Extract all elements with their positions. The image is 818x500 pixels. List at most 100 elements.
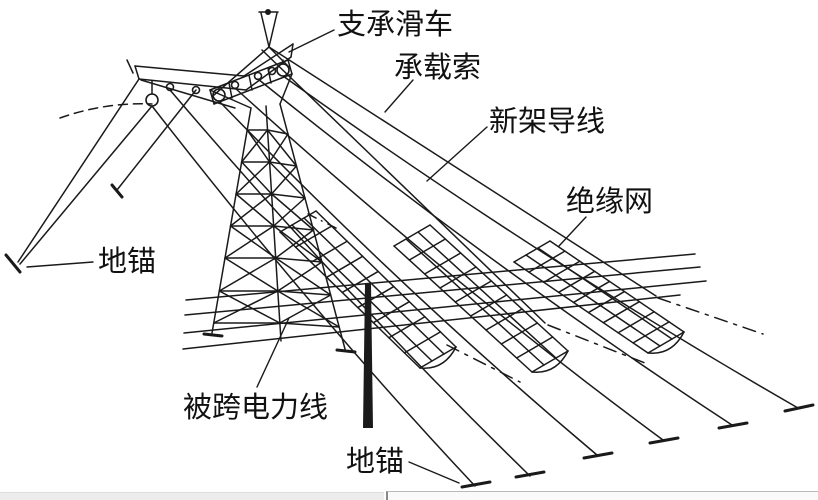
status-strip [0, 492, 384, 500]
tower-xbrace [272, 225, 323, 263]
anchor-guy-ropes [17, 78, 197, 265]
net-2-rung [393, 224, 431, 247]
conductor-wire-6 [282, 75, 799, 409]
tower-xbrace [218, 257, 277, 292]
tower-xbrace [272, 197, 306, 227]
label-new-conductor: 新架导线 [489, 105, 605, 138]
net-2-rung [469, 294, 508, 317]
tower-xbrace [224, 225, 275, 259]
tower-rung [274, 257, 323, 263]
anchor-tick [110, 183, 124, 199]
net-3-rung [572, 280, 611, 304]
tower-xbrace [274, 257, 332, 296]
net-2-sag-edge [531, 350, 569, 373]
net-1-rail [315, 210, 457, 348]
label-crossed-power-line: 被跨电力线 [183, 391, 328, 424]
conductor-wire-3 [218, 100, 598, 456]
net-1-rung [294, 225, 333, 248]
ground-anchor-left-leader [26, 261, 94, 268]
conductor-wire-5 [257, 78, 733, 426]
anchor-tick [4, 253, 22, 274]
label-ground-anchor-left: 地锚 [98, 245, 156, 278]
tower-rung [279, 322, 340, 328]
net-3-sag-edge [647, 331, 685, 354]
apex-sheave [265, 9, 271, 15]
net-1-rung [325, 255, 364, 279]
net-3-rung [617, 311, 655, 334]
head-member [260, 12, 270, 48]
net-3-rung [587, 290, 626, 314]
net-1-rail [279, 231, 421, 369]
net-3-rung [602, 300, 641, 324]
net-2-rung [454, 280, 493, 303]
net-1-rail [291, 224, 433, 362]
rope-dash [307, 213, 323, 222]
conductor-wire-1 [151, 105, 476, 487]
guy-rope [17, 78, 140, 263]
tower-xbrace [240, 161, 273, 195]
tower-rung [272, 225, 315, 231]
net-2-rung [423, 252, 462, 275]
rope-dashdot [657, 297, 764, 335]
net-3-rung [513, 240, 551, 263]
new-conductor-leader [426, 126, 488, 182]
head-member [134, 65, 245, 77]
net-3-rung [632, 321, 670, 344]
net-2-rail [405, 238, 545, 366]
head-member [126, 59, 134, 74]
tower-xbrace [268, 161, 306, 199]
slack-rope-curve [59, 103, 153, 119]
pulley-icon [191, 85, 201, 95]
guy-rope [116, 89, 197, 191]
labels: 支承滑车 承载索 新架导线 绝缘网 地锚 被跨电力线 地锚 [98, 8, 653, 478]
anchor-tick [783, 403, 815, 413]
support-pulley-leader [288, 29, 335, 53]
head-member [209, 89, 252, 109]
head-member [138, 78, 247, 91]
head-member [228, 82, 233, 99]
net-3-rail [513, 261, 649, 354]
anchor-tick [717, 421, 749, 430]
power-line-3 [183, 280, 707, 334]
crossed-power-line-leader [256, 317, 290, 388]
anchor-tick [582, 451, 614, 460]
tower-xbrace [240, 129, 269, 163]
insulation-nets [279, 210, 685, 373]
head-member [140, 79, 236, 109]
anchor-tick [648, 436, 680, 445]
ground-anchor-right-leader [408, 461, 460, 484]
guy-rope [19, 105, 153, 265]
net-2-rung [515, 336, 554, 359]
tower-xbrace [270, 165, 298, 195]
net-1-rung [372, 300, 411, 324]
net-2-rung [408, 238, 447, 261]
carrier-cables [261, 46, 657, 324]
tower-xbrace [235, 161, 271, 195]
net-1-rung [403, 331, 442, 354]
insulation-net-leader [558, 216, 587, 247]
new-conductor-wires [151, 75, 799, 487]
head-member [134, 65, 140, 80]
tower-xbrace [246, 129, 271, 163]
net-2-rail [417, 231, 557, 359]
tower-xbrace [229, 225, 277, 259]
carrier-cable-2 [261, 49, 546, 324]
pole-shape [363, 284, 373, 428]
head-member [243, 43, 294, 77]
tower-xbrace [224, 257, 279, 292]
tower-xbrace [212, 290, 279, 324]
tower-xbrace [268, 133, 289, 163]
head-member [213, 73, 293, 105]
pulley-icon [267, 66, 277, 76]
net-3-rail [549, 240, 685, 333]
net-3-rung [557, 270, 596, 294]
rope-dashdot [446, 344, 521, 383]
label-carrier-cable: 承载索 [394, 51, 481, 84]
scrollbar-track[interactable] [386, 491, 818, 500]
tower-xbrace [270, 193, 315, 231]
head-member [213, 46, 270, 96]
tower-rung [268, 161, 298, 167]
rope-dashdot [547, 324, 651, 366]
net-2-rail [429, 224, 569, 352]
net-3-rung [528, 250, 566, 273]
